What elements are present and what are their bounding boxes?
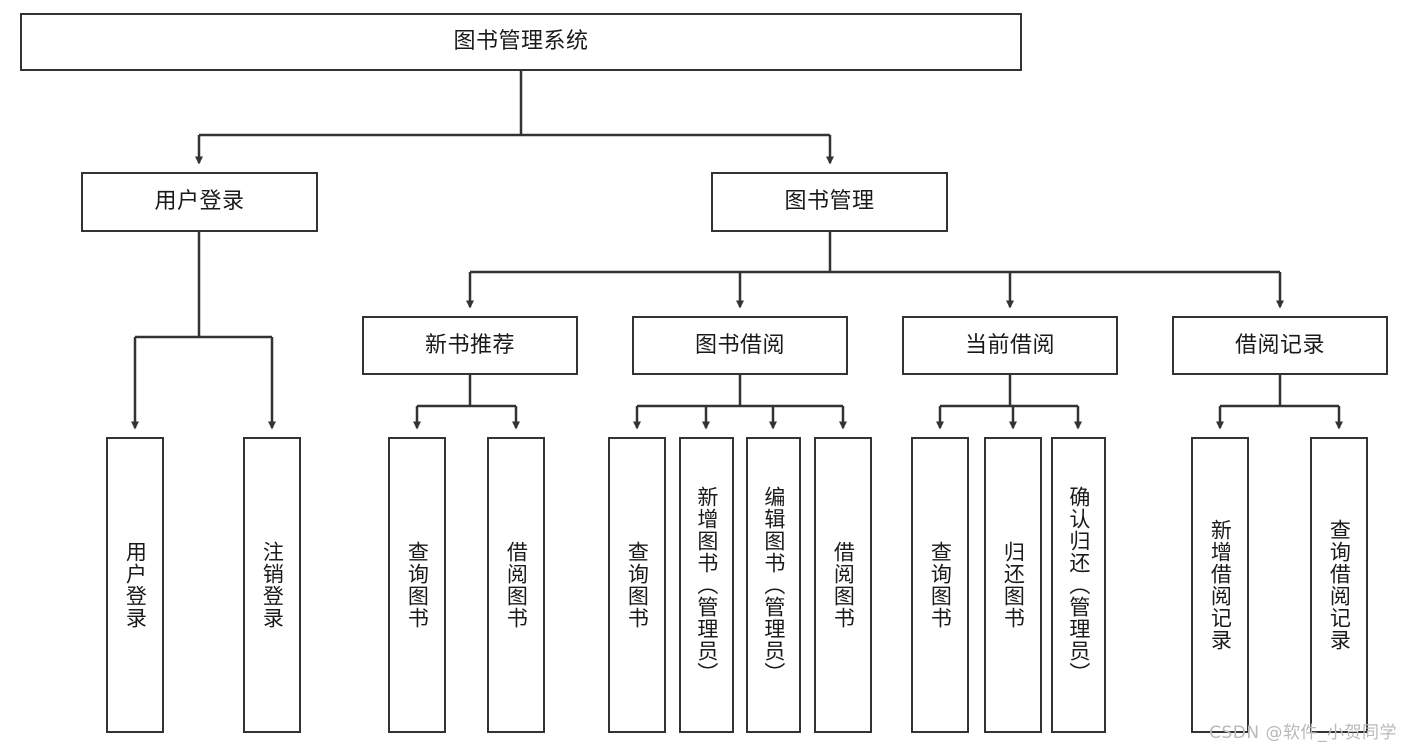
watermark: CSDN @软件_小贺同学	[1209, 723, 1397, 743]
node-leaf-add-borrow-record[interactable]: 新增借阅记录	[1191, 437, 1249, 733]
node-leaf-borrow-book-1[interactable]: 借阅图书	[487, 437, 545, 733]
node-leaf-user-login[interactable]: 用户登录	[106, 437, 164, 733]
node-leaf-borrow-book-2-label: 借阅图书	[831, 541, 856, 629]
node-user-login[interactable]: 用户登录	[81, 172, 318, 232]
node-leaf-query-book-1[interactable]: 查询图书	[388, 437, 446, 733]
node-leaf-user-logout[interactable]: 注销登录	[243, 437, 301, 733]
node-leaf-confirm-return-admin[interactable]: 确认归还（管理员）	[1051, 437, 1106, 733]
node-new-book-recommend-label: 新书推荐	[424, 332, 515, 358]
node-leaf-add-borrow-record-label: 新增借阅记录	[1208, 519, 1233, 651]
node-leaf-user-login-label: 用户登录	[123, 541, 148, 629]
node-leaf-query-book-2-label: 查询图书	[625, 541, 650, 629]
node-leaf-query-book-3-label: 查询图书	[928, 541, 953, 629]
node-book-borrow[interactable]: 图书借阅	[632, 316, 848, 375]
node-leaf-borrow-book-2[interactable]: 借阅图书	[814, 437, 872, 733]
node-leaf-query-book-3[interactable]: 查询图书	[911, 437, 969, 733]
node-current-borrow-label: 当前借阅	[964, 332, 1055, 358]
node-root[interactable]: 图书管理系统	[20, 13, 1022, 71]
node-leaf-confirm-return-admin-label: 确认归还（管理员）	[1066, 486, 1091, 684]
node-leaf-return-book[interactable]: 归还图书	[984, 437, 1042, 733]
node-leaf-borrow-book-1-label: 借阅图书	[504, 541, 529, 629]
node-borrow-record-label: 借阅记录	[1234, 332, 1325, 358]
node-leaf-user-logout-label: 注销登录	[260, 541, 285, 629]
node-current-borrow[interactable]: 当前借阅	[902, 316, 1118, 375]
node-leaf-edit-book-admin[interactable]: 编辑图书（管理员）	[746, 437, 801, 733]
node-book-management-label: 图书管理	[784, 189, 875, 215]
node-book-borrow-label: 图书借阅	[694, 332, 785, 358]
node-leaf-query-book-2[interactable]: 查询图书	[608, 437, 666, 733]
node-root-label: 图书管理系统	[453, 29, 589, 55]
node-borrow-record[interactable]: 借阅记录	[1172, 316, 1388, 375]
node-book-management[interactable]: 图书管理	[711, 172, 948, 232]
node-leaf-query-book-1-label: 查询图书	[405, 541, 430, 629]
node-user-login-label: 用户登录	[154, 189, 245, 215]
node-leaf-return-book-label: 归还图书	[1001, 541, 1026, 629]
node-leaf-edit-book-admin-label: 编辑图书（管理员）	[761, 486, 786, 684]
node-leaf-query-borrow-record-label: 查询借阅记录	[1327, 519, 1352, 651]
node-leaf-add-book-admin[interactable]: 新增图书（管理员）	[679, 437, 734, 733]
node-leaf-add-book-admin-label: 新增图书（管理员）	[694, 486, 719, 684]
node-new-book-recommend[interactable]: 新书推荐	[362, 316, 578, 375]
node-leaf-query-borrow-record[interactable]: 查询借阅记录	[1310, 437, 1368, 733]
